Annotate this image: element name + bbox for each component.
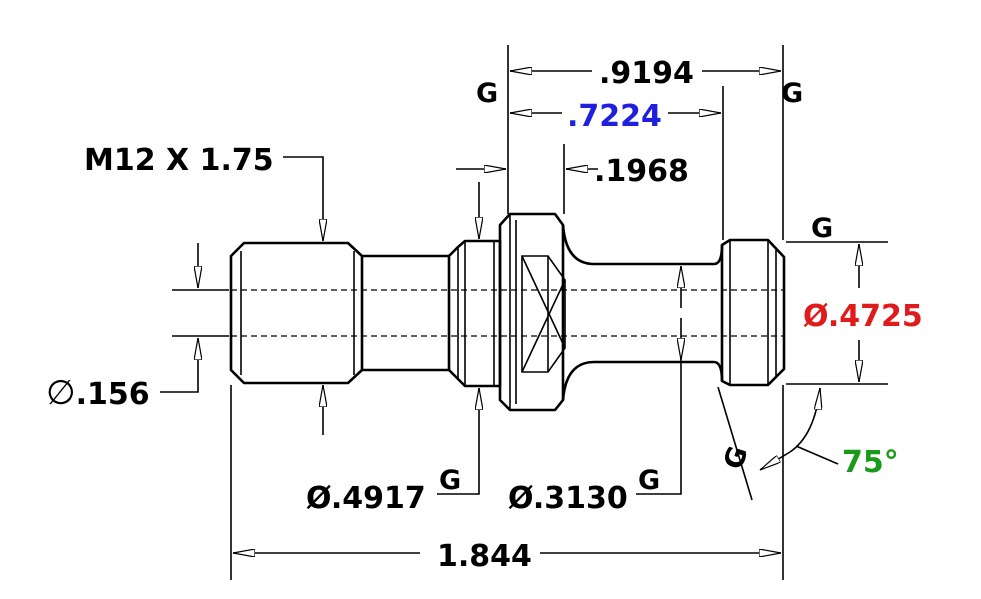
angle-leader — [795, 445, 839, 465]
thread-spec-label: M12 X 1.75 — [84, 143, 274, 178]
collar-dim-line — [437, 388, 479, 495]
bore-dia-label: ∅.156 — [46, 373, 150, 413]
gd-symbol-angle: G — [718, 442, 754, 473]
gd-symbol-head: G — [811, 213, 833, 244]
neck-dim-line — [636, 318, 681, 495]
gd-symbol-neck: G — [638, 465, 660, 496]
gd-symbol-collar: G — [439, 465, 461, 496]
angle-arrow — [759, 451, 791, 471]
shank-outline — [362, 254, 449, 372]
thread-leader — [283, 156, 323, 241]
angle-arrow — [818, 388, 820, 410]
neck-outline — [561, 224, 724, 401]
angle-label: 75° — [842, 445, 899, 480]
gd-symbol-top-right: G — [781, 78, 803, 109]
bore-dim-line — [160, 338, 198, 393]
wrench-flat-cross — [521, 255, 566, 373]
head-outline — [720, 238, 786, 387]
overall-length-label: 1.844 — [437, 539, 532, 574]
collar-dia-label: Ø.4917 — [306, 481, 426, 516]
threaded-end-outline — [229, 241, 364, 385]
bore-dia-value: .156 — [76, 377, 150, 412]
collar-outline — [447, 239, 502, 388]
dimension-geometry — [160, 45, 888, 580]
wrench-flat-outline — [521, 255, 566, 373]
inner-width-label: .7224 — [567, 99, 662, 134]
angle-extension-line — [717, 386, 753, 501]
gd-symbol-top-left: G — [476, 78, 498, 109]
head-dia-label: Ø.4725 — [803, 299, 923, 334]
overall-width-label: .9194 — [599, 56, 694, 91]
angle-arc — [789, 387, 821, 453]
circle-symbol: ∅ — [46, 373, 76, 413]
neck-dia-label: Ø.3130 — [508, 481, 628, 516]
flange-offset-label: .1968 — [594, 154, 689, 189]
pull-stud-part — [229, 212, 786, 412]
dimension-labels: .9194 .7224 .1968 M12 X 1.75 ∅.156 Ø.472… — [46, 56, 923, 574]
